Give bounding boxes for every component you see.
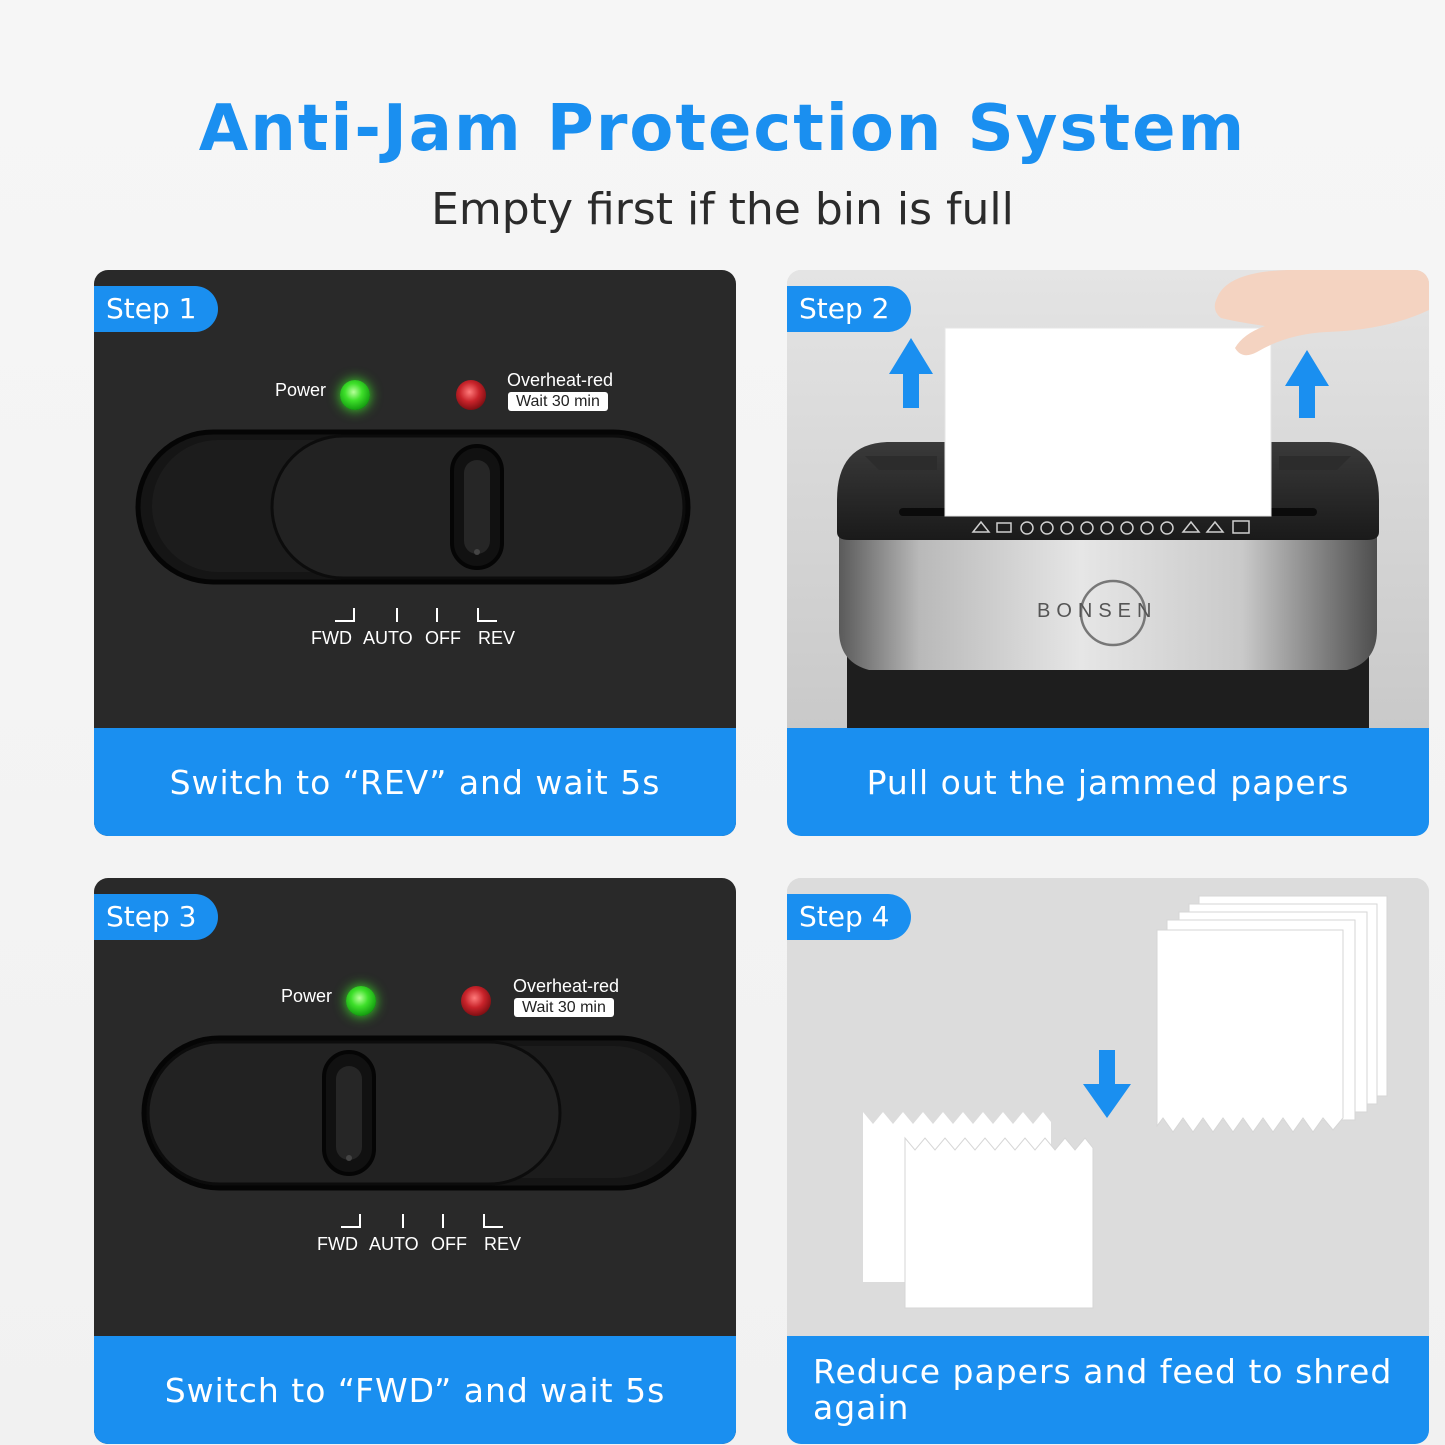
overheat-label: Overheat-red	[507, 370, 614, 390]
auto-tick-icon	[396, 608, 398, 622]
mode-fwd-label: FWD	[317, 1234, 358, 1254]
fwd-tick-icon	[335, 608, 355, 622]
mode-auto-label: AUTO	[369, 1234, 419, 1254]
step-3-caption: Switch to “FWD” and wait 5s	[94, 1336, 736, 1444]
mode-fwd-label: FWD	[311, 628, 352, 648]
mode-slider-track	[135, 429, 691, 585]
page-subtitle: Empty first if the bin is full	[431, 184, 1014, 235]
overheat-led-icon	[461, 986, 491, 1016]
step-4-caption: Reduce papers and feed to shred again	[787, 1336, 1429, 1444]
rev-tick-icon	[483, 1214, 503, 1228]
step-1-panel: Step 1 Power Overheat-red Wait 30 min FW…	[94, 270, 736, 836]
mode-slider-track	[141, 1035, 697, 1191]
up-arrow-right-icon	[1285, 350, 1329, 418]
mode-slider-knob[interactable]	[146, 1040, 562, 1186]
step-4-caption-line-2: again	[813, 1388, 910, 1427]
off-tick-icon	[442, 1214, 444, 1228]
mode-slider-knob[interactable]	[270, 434, 686, 580]
step-4-panel: Step 4 Reduce papers and feed to shred a…	[787, 878, 1429, 1444]
jammed-paper-icon	[944, 327, 1272, 517]
rev-tick-icon	[477, 608, 497, 622]
overheat-led-icon	[456, 380, 486, 410]
step-4-badge: Step 4	[787, 894, 912, 940]
step-3-panel: Step 3 Power Overheat-red Wait 30 min FW…	[94, 878, 736, 1444]
paper-stack-illustration	[787, 878, 1429, 1336]
hand-icon	[1214, 270, 1429, 356]
mode-rev-label: REV	[484, 1234, 522, 1254]
power-label: Power	[281, 986, 333, 1006]
overheat-label: Overheat-red	[513, 976, 620, 996]
auto-tick-icon	[402, 1214, 404, 1228]
paper-stack-icon	[1156, 895, 1388, 1133]
mode-auto-label: AUTO	[363, 628, 413, 648]
wait-label: Wait 30 min	[514, 998, 614, 1017]
step-2-panel: Step 2	[787, 270, 1429, 836]
control-panel: Power Overheat-red Wait 30 min FWD AUTO …	[94, 878, 736, 1336]
brand-label: BONSEN	[1037, 600, 1158, 622]
mode-off-label: OFF	[431, 1234, 467, 1254]
mode-rev-label: REV	[478, 628, 516, 648]
off-tick-icon	[436, 608, 438, 622]
power-led-icon	[340, 380, 370, 410]
page-title: Anti-Jam Protection System	[198, 92, 1247, 166]
step-4-caption-line-1: Reduce papers and feed to shred	[813, 1352, 1393, 1391]
step-2-caption: Pull out the jammed papers	[787, 728, 1429, 836]
up-arrow-left-icon	[889, 338, 933, 408]
power-label: Power	[275, 380, 327, 400]
fwd-tick-icon	[341, 1214, 361, 1228]
brand-ring-icon	[1079, 579, 1147, 647]
step-1-caption: Switch to “REV” and wait 5s	[94, 728, 736, 836]
control-panel: Power Overheat-red Wait 30 min FWD AUTO …	[94, 270, 736, 728]
down-arrow-icon	[1083, 1050, 1131, 1118]
wait-label: Wait 30 min	[508, 392, 608, 411]
step-3-badge: Step 3	[94, 894, 219, 940]
reduced-paper-icon	[863, 1112, 1094, 1309]
shredder-illustration	[787, 270, 1429, 728]
power-led-icon	[346, 986, 376, 1016]
step-2-badge: Step 2	[787, 286, 912, 332]
mode-off-label: OFF	[425, 628, 461, 648]
step-1-badge: Step 1	[94, 286, 219, 332]
